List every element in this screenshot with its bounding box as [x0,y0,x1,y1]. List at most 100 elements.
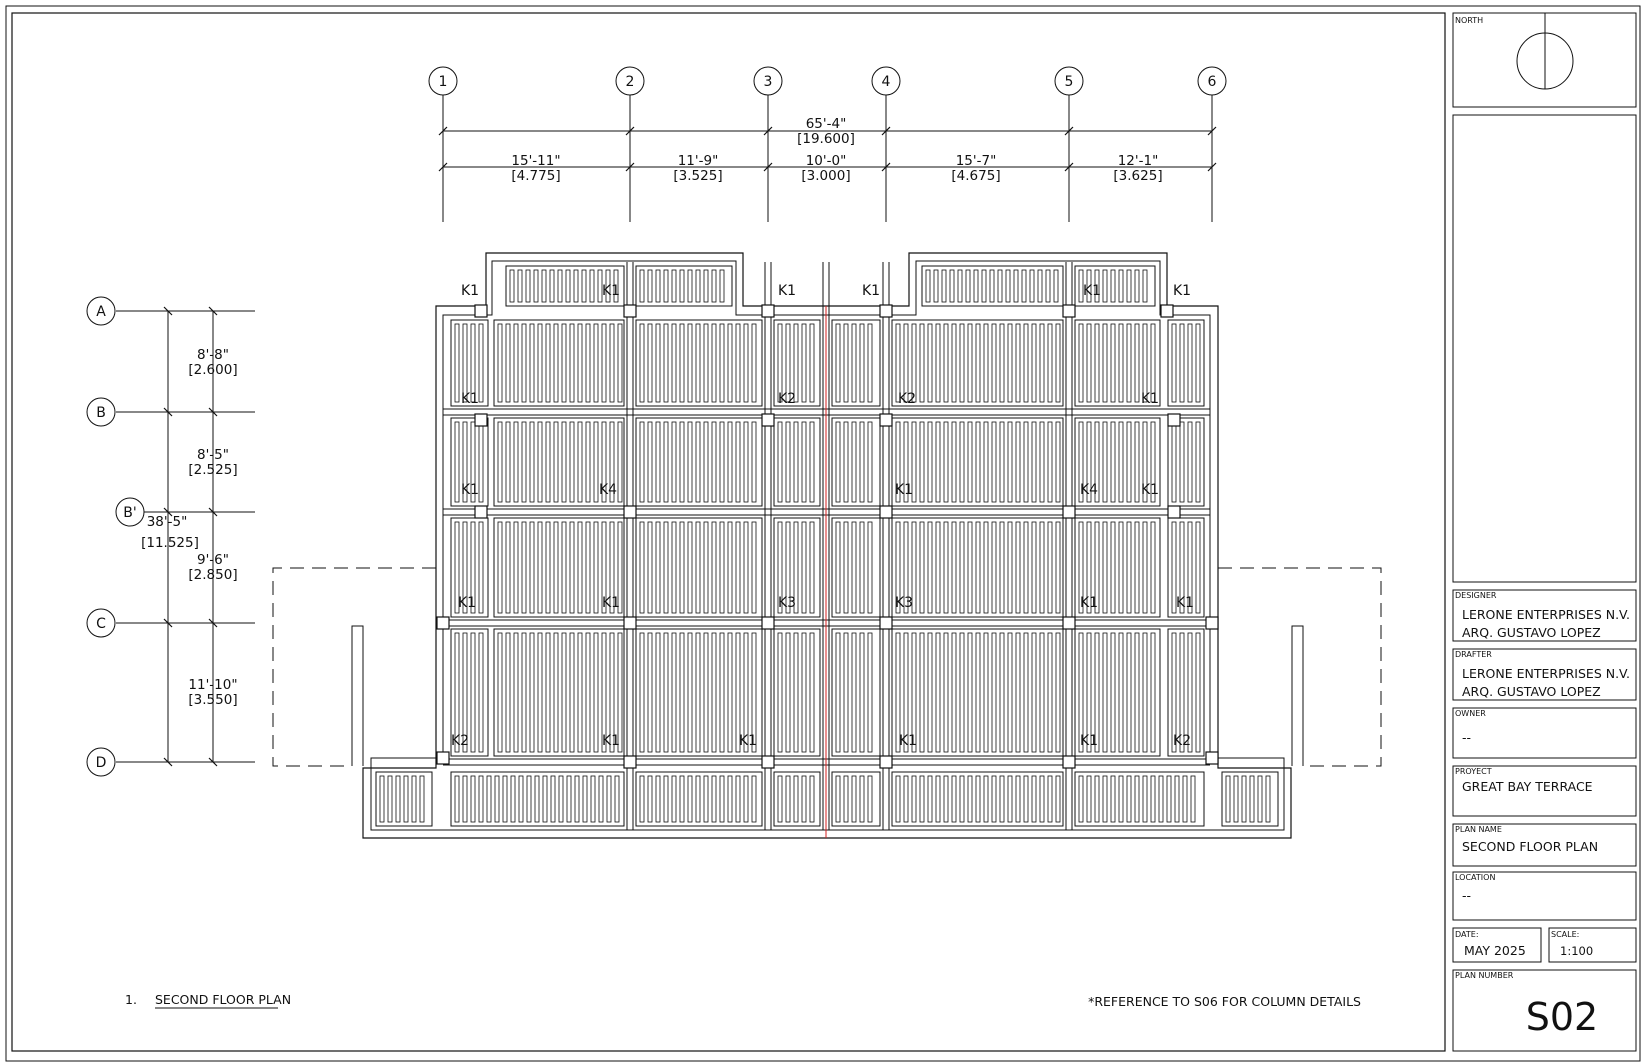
joist [569,632,575,753]
joist [1150,775,1156,823]
joist [727,521,733,614]
dimension-text: 9'-6" [197,552,229,568]
column [879,505,893,519]
joist [679,421,685,503]
joist [943,421,949,503]
joist [542,775,548,823]
column-label: K2 [778,391,796,407]
joist [1142,323,1148,403]
joist [601,521,607,614]
joist [513,632,519,753]
joist [999,632,1005,753]
joist [959,323,965,403]
column-label: K1 [602,733,620,749]
joist [1150,421,1156,503]
dimension-text: [19.600] [797,131,855,147]
joist [1039,323,1045,403]
column [761,304,775,318]
joist [478,421,484,503]
joist [1031,632,1037,753]
joist [727,632,733,753]
joist-panel-border [891,628,1064,757]
joist [1118,323,1124,403]
joist [565,269,571,303]
joist [1126,775,1132,823]
joist-panel [635,771,763,827]
joist [387,775,393,823]
joist [1078,323,1084,403]
joist [777,775,783,823]
joist [703,421,709,503]
joist [1023,632,1029,753]
joist-panel [450,628,489,757]
joist-panel [450,517,489,618]
joist [1118,269,1124,303]
joist [785,421,791,503]
joist [919,632,925,753]
joist [695,323,701,403]
joist-panel [1074,771,1205,827]
joist [679,269,685,303]
joist [895,632,901,753]
joist [679,323,685,403]
joist-panel [773,628,821,757]
column-label: K1 [1173,283,1191,299]
joist [1055,521,1061,614]
joist [687,323,693,403]
joist [545,421,551,503]
joist [478,632,484,753]
joist [663,323,669,403]
joist [593,521,599,614]
joist [1142,421,1148,503]
column-label: K1 [1083,283,1101,299]
joist [1142,269,1148,303]
joist [502,775,508,823]
joist [785,323,791,403]
joist-panel [1167,517,1205,618]
joist [462,775,468,823]
joist [1241,775,1247,823]
owner-box [1452,707,1637,759]
joist [534,775,540,823]
column-details-note: *REFERENCE TO S06 FOR COLUMN DETAILS [1088,994,1361,1009]
joist [951,775,957,823]
drawing-title: SECOND FLOOR PLAN [155,992,291,1007]
joist [1094,775,1100,823]
joist-panel-border [773,517,821,618]
joist [1015,775,1021,823]
joist [497,632,503,753]
grid-bubble [1197,66,1227,96]
joist [935,421,941,503]
drafter-label: DRAFTER [1455,650,1492,659]
joist [513,521,519,614]
joist-panel-border [831,319,881,407]
column [623,616,637,630]
joist [671,421,677,503]
joist [561,421,567,503]
joist-panel [1074,517,1161,618]
joist [521,632,527,753]
date-value: MAY 2025 [1464,943,1526,958]
joist [553,632,559,753]
joist [1086,269,1092,303]
joist [711,775,717,823]
joist [1013,269,1019,303]
joist [671,775,677,823]
joist [895,775,901,823]
joist [911,632,917,753]
joist [997,269,1003,303]
title-block: NORTH DESIGNER LERONE ENTERPRISES N.V. A… [1452,12,1637,1052]
joist [582,775,588,823]
dimension-text: [3.625] [1113,168,1162,184]
joist-panel-border [1074,417,1161,507]
floor-plan [272,252,1382,839]
joist [577,521,583,614]
drafter-line1: LERONE ENTERPRISES N.V. [1462,666,1630,681]
joist [1225,775,1231,823]
joist [462,632,468,753]
joist [1150,521,1156,614]
joist [1045,269,1051,303]
joist-panel-border [493,517,625,618]
